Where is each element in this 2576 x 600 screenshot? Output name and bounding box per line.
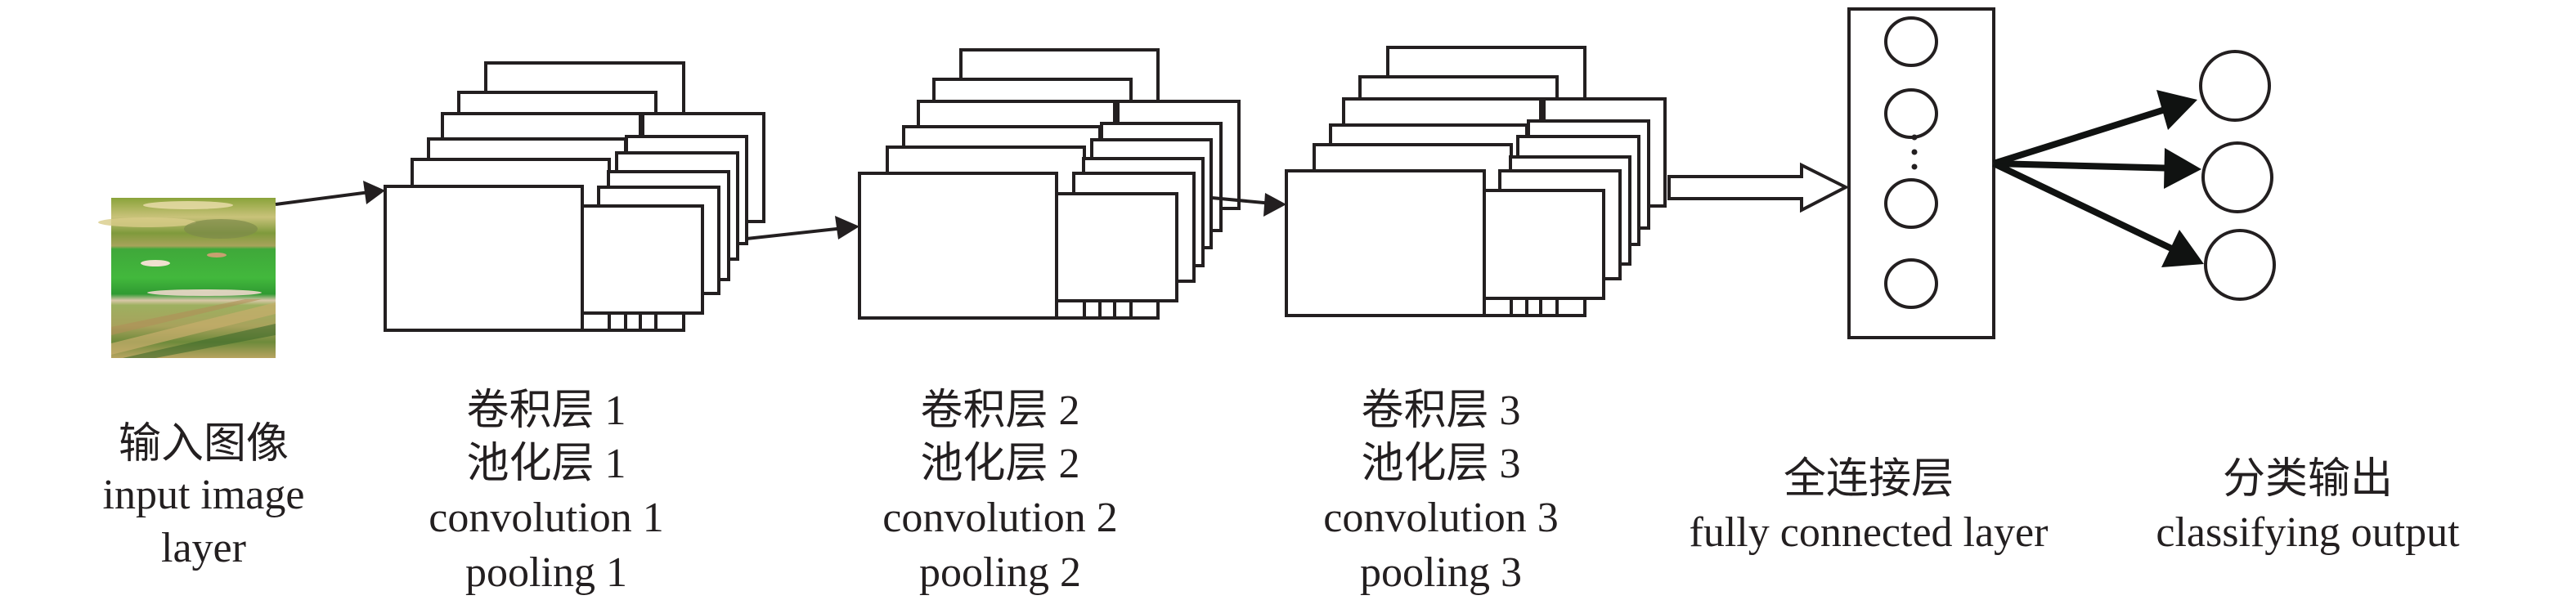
- conv2-feature-map: [858, 172, 1058, 320]
- conv2-label-zh: 卷积层 2: [920, 387, 1079, 434]
- fc-neuron: [1884, 258, 1938, 309]
- output-neuron: [2199, 50, 2271, 122]
- stage2-label: 卷积层 2 池化层 2 convolution 2 pooling 2: [882, 387, 1117, 596]
- stage3-label: 卷积层 3 池化层 3 convolution 3 pooling 3: [1323, 387, 1558, 596]
- input-label-en-1: input image: [103, 472, 305, 518]
- fully-connected-layer: [1847, 7, 1995, 339]
- conv3-feature-map: [1285, 169, 1486, 317]
- output-label-en: classifying output: [2156, 509, 2460, 556]
- conv1-label-en: convolution 1: [429, 495, 663, 541]
- output-label: 分类输出 classifying output: [2156, 456, 2460, 556]
- conv1-label-zh: 卷积层 1: [466, 387, 626, 434]
- input-label-zh: 输入图像: [119, 421, 289, 468]
- pool2-label-en: pooling 2: [919, 549, 1081, 596]
- input-label: 输入图像 input image layer: [103, 421, 305, 571]
- conv3-label-en: convolution 3: [1323, 495, 1558, 541]
- pool1-label-zh: 池化层 1: [466, 441, 626, 487]
- input-image: [98, 198, 276, 358]
- stage1-label: 卷积层 1 池化层 1 convolution 1 pooling 1: [429, 387, 663, 596]
- fc-neuron: [1884, 16, 1938, 67]
- pool2-feature-map: [1055, 192, 1178, 302]
- output-neuron: [2201, 141, 2273, 213]
- fc-label: 全连接层 fully connected layer: [1690, 456, 2049, 556]
- pool1-feature-map: [581, 204, 704, 315]
- conv2-label-en: convolution 2: [882, 495, 1117, 541]
- pool3-feature-map: [1483, 189, 1605, 300]
- fc-label-zh: 全连接层: [1784, 456, 1954, 503]
- fc-neuron: [1884, 178, 1938, 229]
- ellipsis-dot: [1911, 134, 1918, 141]
- output-layer: [2199, 50, 2276, 301]
- conv1-feature-map: [384, 185, 584, 332]
- stage-2: [858, 48, 1241, 320]
- fc-neuron: [1884, 88, 1938, 139]
- stage-3: [1285, 46, 1667, 317]
- input-label-en-2: layer: [161, 525, 246, 571]
- pool1-label-en: pooling 1: [465, 549, 627, 596]
- output-arrows: [1992, 90, 2204, 267]
- arrow-fc-to-output-1: [1992, 90, 2197, 167]
- flatten-arrow: [1667, 162, 1850, 213]
- fc-label-en: fully connected layer: [1690, 509, 2049, 556]
- output-label-zh: 分类输出: [2223, 456, 2393, 503]
- arrow-input-to-conv1: [275, 181, 385, 206]
- conv3-label-zh: 卷积层 3: [1361, 387, 1520, 434]
- pool3-label-zh: 池化层 3: [1361, 441, 1520, 487]
- pool2-label-zh: 池化层 2: [920, 441, 1079, 487]
- ellipsis-dot: [1911, 149, 1918, 155]
- arrow-pool1-to-conv2: [746, 216, 859, 240]
- ellipsis-dot: [1911, 163, 1918, 170]
- arrow-fc-to-output-2: [1993, 148, 2201, 189]
- pool3-label-en: pooling 3: [1360, 549, 1522, 596]
- arrow-pool2-to-conv3: [1211, 193, 1286, 217]
- arrow-fc-to-output-3: [1992, 160, 2204, 267]
- stage-1: [384, 61, 765, 332]
- output-neuron: [2204, 229, 2276, 301]
